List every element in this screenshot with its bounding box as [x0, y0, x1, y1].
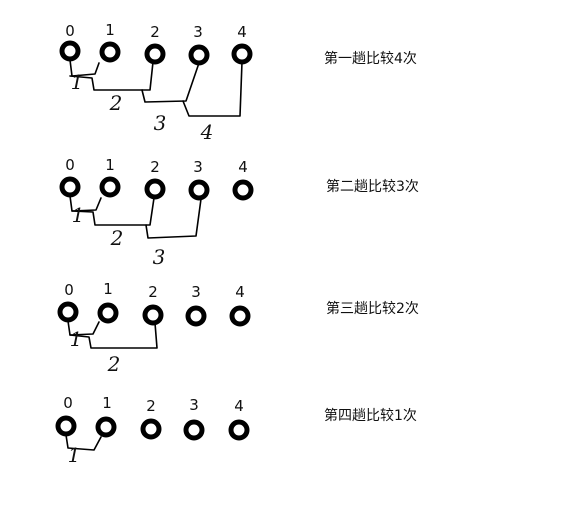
index-label-2: 2	[148, 283, 158, 301]
index-label-2: 2	[150, 158, 160, 176]
comparison-line-1	[65, 434, 102, 451]
pass-1: 0 1 2 3 4 1 2 3 4 第一趟比较4次	[59, 21, 417, 144]
index-label-1: 1	[102, 394, 112, 412]
pass-3: 0 1 2 3 4 1 2 第三趟比较2次	[57, 280, 419, 376]
comparison-number-1: 1	[68, 443, 81, 467]
index-label-1: 1	[103, 280, 113, 298]
index-label-1: 1	[105, 156, 115, 174]
element-node-4	[229, 305, 251, 327]
element-node-1	[99, 176, 121, 198]
element-node-4	[231, 43, 253, 65]
element-node-3	[188, 179, 210, 201]
index-label-4: 4	[234, 397, 244, 415]
index-label-4: 4	[237, 23, 247, 41]
comparison-number-4: 4	[200, 120, 214, 144]
element-node-3	[188, 44, 210, 66]
comparison-number-2: 2	[107, 352, 121, 376]
comparison-line-1	[69, 195, 102, 212]
pass-4: 0 1 2 3 4 1 第四趟比较1次	[55, 394, 417, 467]
element-node-2	[144, 178, 166, 200]
element-node-4	[232, 179, 254, 201]
index-label-3: 3	[191, 283, 201, 301]
element-node-1	[97, 302, 119, 324]
index-label-0: 0	[63, 394, 73, 412]
comparison-number-1: 1	[72, 203, 85, 227]
comparison-line-2	[71, 197, 155, 226]
index-label-0: 0	[65, 156, 75, 174]
element-node-4	[228, 419, 250, 441]
comparison-line-4	[182, 61, 243, 117]
element-node-3	[183, 419, 205, 441]
element-node-1	[99, 41, 121, 63]
index-label-4: 4	[238, 158, 248, 176]
element-node-2	[140, 418, 162, 440]
comparison-number-3: 3	[154, 111, 167, 135]
comparison-line-2	[69, 61, 154, 91]
element-node-0	[55, 415, 77, 437]
comparison-number-3: 3	[153, 245, 166, 269]
index-label-1: 1	[105, 21, 115, 39]
index-label-2: 2	[146, 397, 156, 415]
index-label-2: 2	[150, 23, 160, 41]
comparison-number-1: 1	[71, 70, 84, 94]
index-label-3: 3	[189, 396, 199, 414]
element-node-2	[142, 304, 164, 326]
comparison-line-2	[69, 322, 158, 349]
index-label-0: 0	[65, 22, 75, 40]
element-node-2	[144, 43, 166, 65]
comparison-number-1: 1	[70, 327, 83, 351]
pass-caption: 第一趟比较4次	[324, 50, 417, 67]
comparison-line-3	[145, 198, 202, 239]
pass-caption: 第二趟比较3次	[326, 178, 419, 195]
comparison-line-3	[141, 62, 200, 103]
element-node-0	[59, 176, 81, 198]
index-label-0: 0	[64, 281, 74, 299]
element-node-0	[57, 301, 79, 323]
pass-2: 0 1 2 3 4 1 2 3 第二趟比较3次	[59, 156, 419, 269]
element-node-0	[59, 40, 81, 62]
comparison-line-1	[69, 59, 100, 77]
comparison-number-2: 2	[109, 91, 123, 115]
index-label-3: 3	[193, 158, 203, 176]
comparison-number-2: 2	[110, 226, 124, 250]
index-label-4: 4	[235, 283, 245, 301]
index-label-3: 3	[193, 23, 203, 41]
pass-caption: 第四趟比较1次	[324, 407, 417, 424]
pass-caption: 第三趟比较2次	[326, 300, 419, 317]
comparison-line-1	[67, 320, 100, 336]
element-node-1	[95, 416, 117, 438]
element-node-3	[185, 305, 207, 327]
